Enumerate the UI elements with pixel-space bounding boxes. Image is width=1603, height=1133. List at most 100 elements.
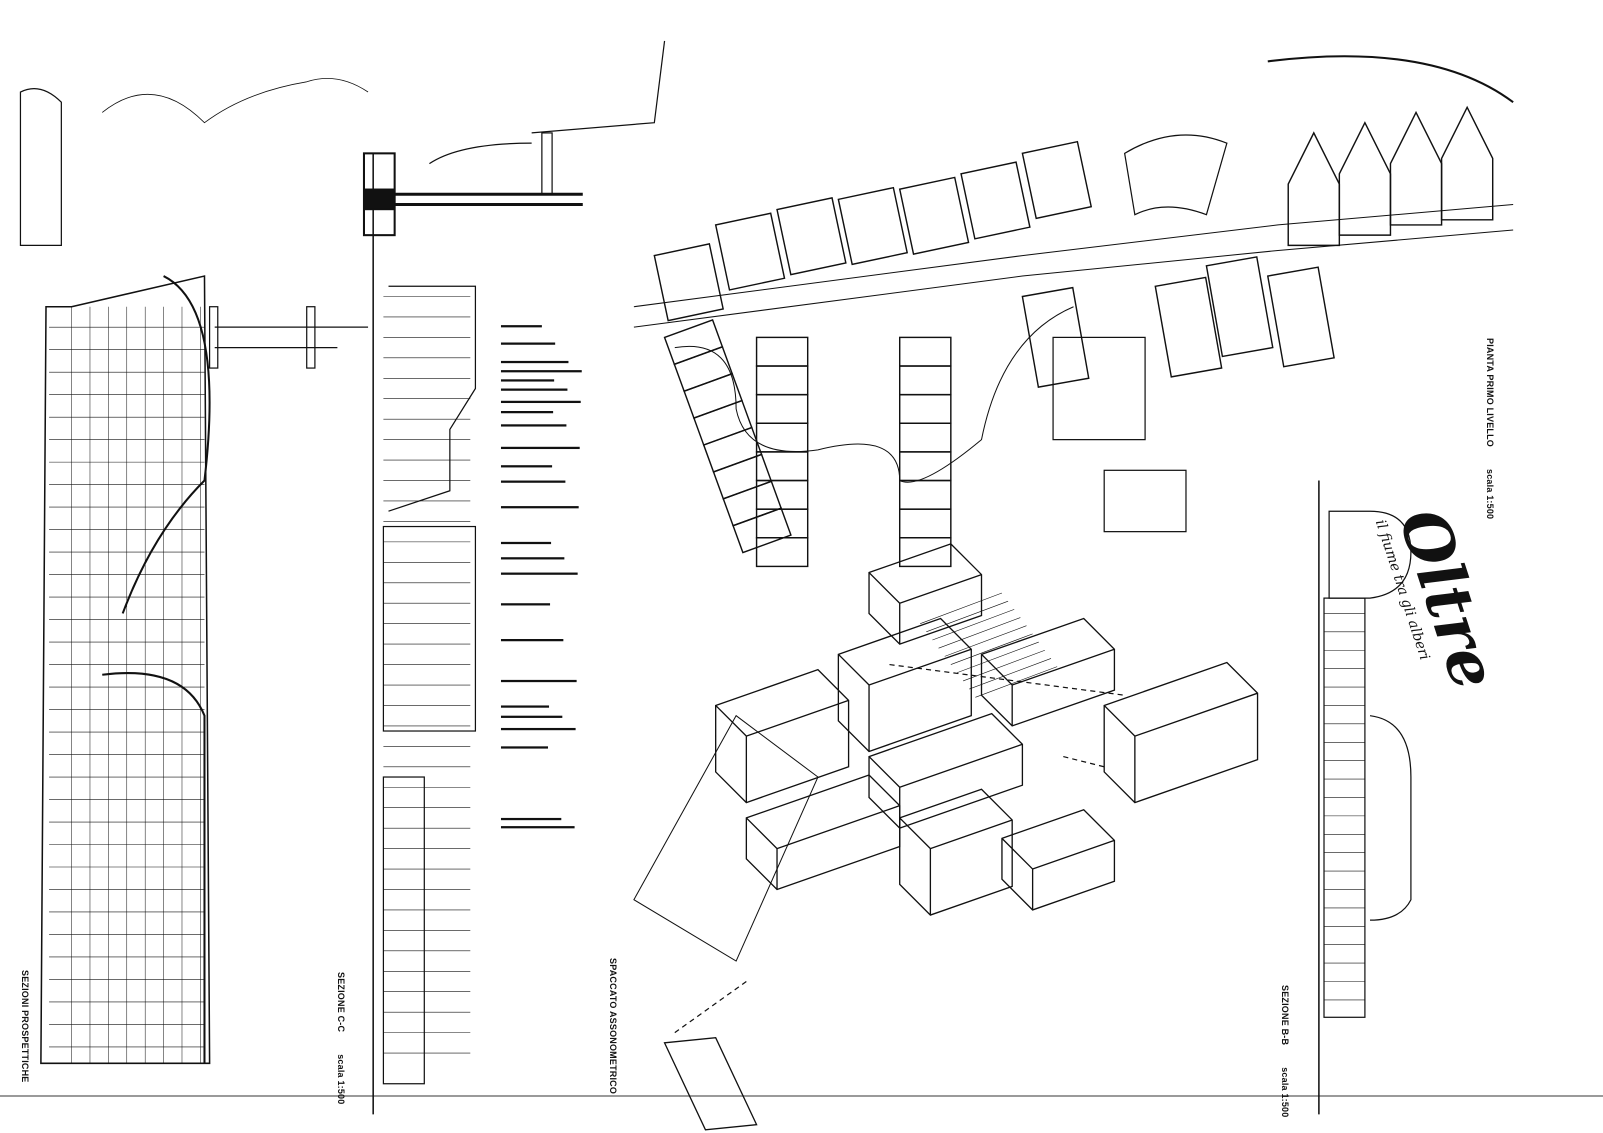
stair-step — [975, 666, 1058, 698]
plan-room — [898, 393, 952, 424]
plan-room — [1287, 131, 1341, 247]
annotation-mark — [500, 705, 550, 708]
scale-text: scala 1:500 — [1485, 469, 1495, 520]
plan-room — [960, 161, 1031, 240]
plan-room — [837, 186, 909, 266]
scale-text: scala 1:500 — [1280, 1067, 1290, 1118]
plan-room — [755, 336, 809, 367]
title-section-bb: SEZIONE B-B scala 1:500 — [1280, 985, 1290, 1117]
annotation-mark — [500, 746, 549, 749]
axonometric-block — [837, 617, 972, 753]
annotation-mark — [500, 388, 568, 391]
annotation-mark — [500, 480, 566, 483]
plan-room — [1021, 140, 1093, 220]
plan-wing — [663, 318, 792, 554]
annotation-mark — [500, 370, 582, 373]
plan-room — [755, 508, 809, 539]
stair-step — [944, 625, 1027, 657]
section-cc-drawing — [362, 40, 666, 1085]
plan-room — [1338, 121, 1392, 236]
title-plan: PIANTA PRIMO LIVELLO scala 1:500 — [1485, 338, 1495, 519]
plan-room — [755, 451, 809, 482]
axonometric-block — [980, 617, 1116, 727]
title-axonometric: SPACCATO ASSONOMETRICO — [608, 958, 618, 1094]
annotation-mark — [500, 379, 555, 382]
annotation-mark — [500, 603, 551, 606]
stair-step — [938, 617, 1021, 649]
annotation-mark — [500, 715, 563, 718]
plan-room — [898, 508, 952, 539]
axonometric-block — [868, 543, 983, 645]
plan-room — [653, 243, 725, 322]
plan-room — [898, 176, 970, 255]
annotation-mark — [500, 817, 562, 821]
plan-room — [1266, 266, 1335, 368]
plan-room — [898, 537, 952, 568]
stair-step — [926, 600, 1009, 633]
plan-room — [755, 537, 809, 568]
stair-step — [956, 641, 1039, 674]
annotation-mark — [500, 679, 577, 683]
annotation-mark — [500, 325, 542, 328]
title-text: SPACCATO ASSONOMETRICO — [608, 958, 618, 1095]
stair-step — [920, 592, 1003, 624]
annotation-mark — [500, 639, 564, 642]
plan-room — [776, 197, 847, 276]
plan-room — [755, 479, 809, 510]
plan-room — [898, 422, 952, 453]
plan-wing — [898, 336, 952, 568]
plan-room — [714, 212, 786, 291]
section-bb-drawing — [1323, 510, 1412, 1018]
plan-room — [755, 422, 809, 453]
annotation-mark — [500, 400, 581, 404]
plan-room — [1154, 276, 1223, 378]
section-cc-annotation-marks — [500, 325, 582, 829]
stair-step — [969, 658, 1052, 690]
stair-step — [950, 633, 1033, 665]
perspective-sections-drawing — [19, 77, 369, 1065]
axonometric-block — [868, 712, 1024, 829]
title-text: SEZIONI PROSPETTICHE — [20, 970, 30, 1083]
annotation-mark — [500, 727, 576, 731]
axonometric-block — [899, 788, 1013, 916]
title-text: SEZIONE B-B — [1280, 985, 1290, 1046]
plan-room — [755, 393, 809, 424]
annotation-mark — [500, 506, 579, 509]
title-text: PIANTA PRIMO LIVELLO — [1485, 338, 1495, 447]
axonometric-garden — [633, 714, 819, 962]
scale-text: scala 1:500 — [336, 1054, 346, 1105]
axonometric-block — [715, 668, 850, 804]
plan-room — [898, 336, 952, 367]
dashed-leader — [674, 663, 1125, 1034]
plan-room — [898, 365, 952, 396]
plan-room — [755, 365, 809, 396]
annotation-mark — [500, 572, 578, 575]
plan-room — [898, 451, 952, 482]
axonometric-block — [663, 1037, 758, 1131]
axonometric-block — [1001, 808, 1116, 911]
plan-room — [732, 507, 792, 554]
annotation-mark — [500, 342, 556, 345]
annotation-mark — [500, 411, 554, 414]
axonometric-block — [745, 774, 901, 891]
axonometric-block — [1103, 661, 1259, 804]
plan-room — [1205, 256, 1274, 358]
plan-room — [1440, 105, 1494, 221]
title-section-cc: SEZIONE C-C scala 1:500 — [336, 972, 346, 1104]
plan-curved-path — [674, 306, 1074, 483]
annotation-mark — [500, 465, 553, 468]
title-text: SEZIONE C-C — [336, 972, 346, 1033]
stair-step — [932, 609, 1015, 641]
first-level-plan — [633, 105, 1514, 568]
sports-court — [1052, 336, 1146, 441]
plan-wing — [755, 336, 809, 568]
annotation-mark — [500, 446, 580, 450]
annotation-mark — [500, 557, 565, 560]
plan-arc — [1267, 55, 1514, 104]
annotation-mark — [500, 826, 575, 829]
annotation-mark — [500, 541, 552, 545]
plan-corridor — [633, 203, 1514, 328]
annotation-mark — [500, 424, 567, 427]
plan-room — [1389, 110, 1443, 226]
